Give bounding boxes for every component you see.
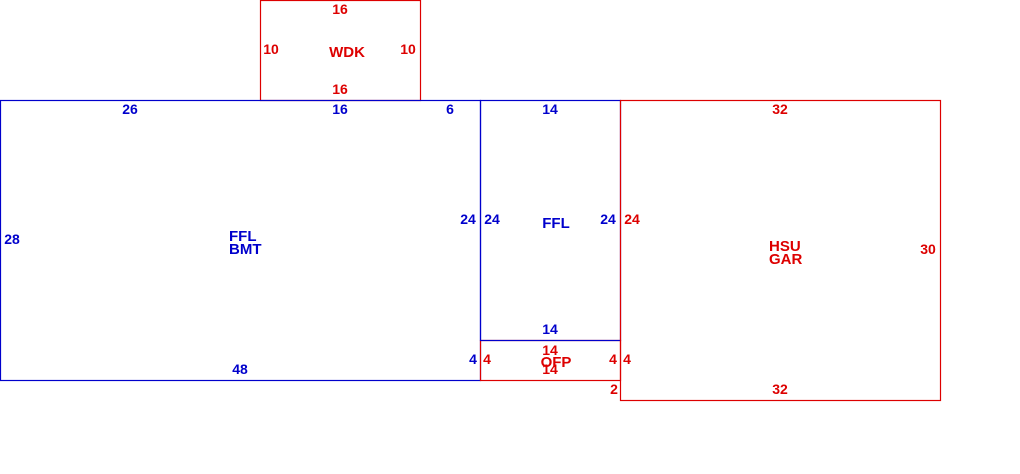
room-wdk: 16 10 WDK 10 16 <box>259 0 422 102</box>
bmt-left-dimension: 28 <box>4 231 20 247</box>
wdk-left-dimension: 10 <box>263 41 279 57</box>
bmt-top-right-dimension: 6 <box>446 101 454 117</box>
ofp-room-name: OFP <box>541 354 572 371</box>
hsu-left-dimension: 24 <box>624 211 640 227</box>
room-hsu: 32 24 HSU GAR 30 4 32 <box>619 99 942 402</box>
ffl-left-dimension: 24 <box>484 211 500 227</box>
bmt-right-dimension: 24 <box>460 211 476 227</box>
wdk-bottom-dimension: 16 <box>332 81 348 97</box>
hsu-bottom-dimension: 32 <box>772 381 788 397</box>
bmt-room-name-line1: FFL <box>229 228 257 245</box>
room-bmt: 26 16 6 28 FFL BMT 24 4 48 <box>0 99 482 382</box>
bmt-bottom-dimension: 48 <box>232 361 248 377</box>
ofp-bottom-dimension: 14 <box>542 361 558 377</box>
wdk-top-dimension: 16 <box>332 1 348 17</box>
hsu-room-name-line2: GAR <box>769 251 803 268</box>
ofp-top-dimension: 14 <box>542 342 558 358</box>
ffl-top-dimension: 14 <box>542 101 558 117</box>
bmt-top-left-dimension: 26 <box>122 101 138 117</box>
bmt-bottom-right-dimension: 4 <box>469 351 477 367</box>
room-ffl: 14 24 FFL 24 14 <box>479 99 622 342</box>
room-hsu-outline <box>619 99 942 402</box>
hsu-top-dimension: 32 <box>772 101 788 117</box>
bmt-room-name-line2: BMT <box>229 241 262 258</box>
hsu-left-lower-dimension: 4 <box>623 351 631 367</box>
bmt-top-mid-dimension: 16 <box>332 101 348 117</box>
room-ofp: 14 4 OFP 4 14 2 <box>479 339 622 397</box>
ofp-left-dimension: 4 <box>483 351 491 367</box>
wdk-right-dimension: 10 <box>400 41 416 57</box>
ffl-bottom-dimension: 14 <box>542 321 558 337</box>
ffl-right-dimension: 24 <box>600 211 616 227</box>
ofp-corner-dimension: 2 <box>610 381 618 397</box>
wdk-room-name: WDK <box>329 44 365 61</box>
hsu-room-name-line1: HSU <box>769 238 801 255</box>
ofp-right-dimension: 4 <box>609 351 617 367</box>
ffl-room-name: FFL <box>542 215 570 232</box>
hsu-right-dimension: 30 <box>920 241 936 257</box>
